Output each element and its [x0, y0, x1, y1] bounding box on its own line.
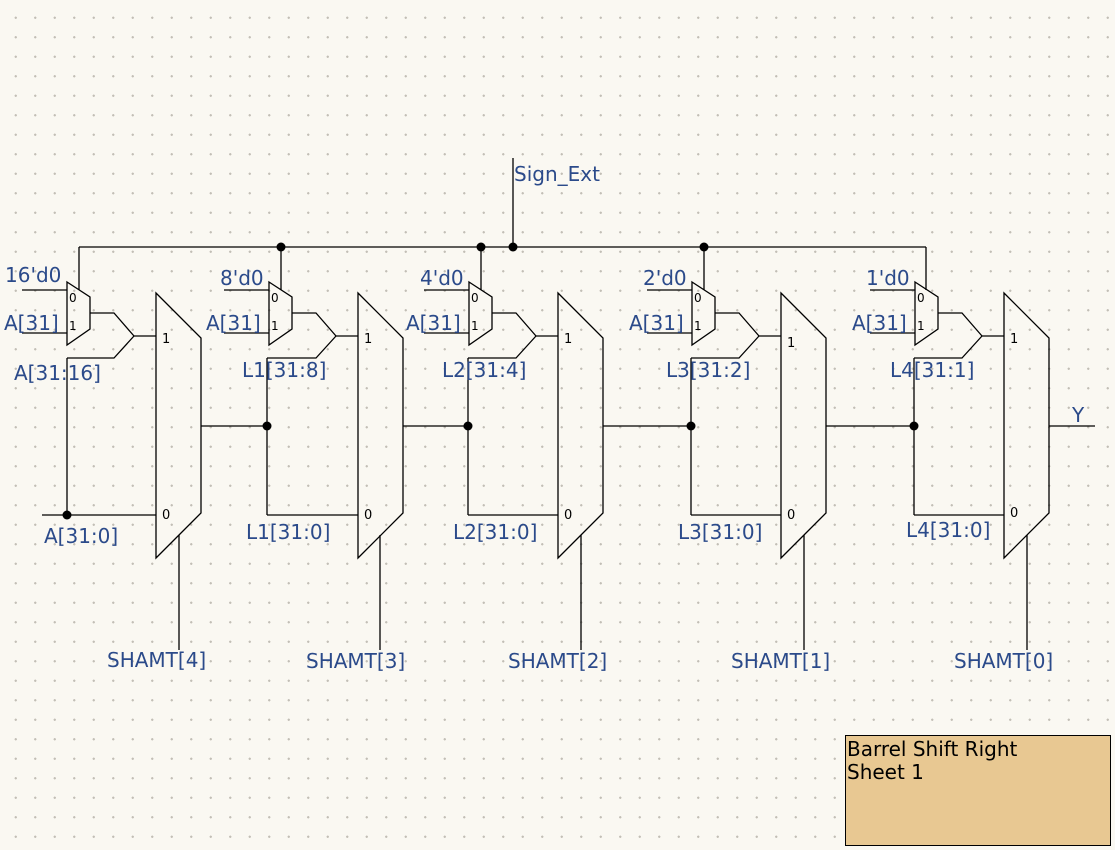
big-mux-4-pin0: 0: [787, 508, 795, 523]
small-mux-2-pin0: 0: [271, 291, 279, 305]
fill-label-1: 16'd0: [5, 263, 61, 287]
big-mux-5-pin0: 0: [1010, 506, 1018, 521]
select-label-1: SHAMT[4]: [107, 648, 206, 672]
upper-label-1: A[31:16]: [14, 361, 101, 385]
stage-2: 0 1 1 0 8'd0 A[31] L1[31:8] L1[31:0] SHA…: [206, 242, 405, 673]
big-mux-1-pin0: 0: [162, 508, 170, 523]
small-mux-5: [914, 280, 939, 347]
small-mux-4-pin1: 1: [694, 319, 702, 333]
input-label-5: L4[31:0]: [906, 518, 990, 542]
msb-label-3: A[31]: [406, 311, 461, 335]
select-label-4: SHAMT[1]: [731, 649, 830, 673]
big-mux-3-pin0: 0: [564, 508, 572, 523]
small-mux-1-pin0: 0: [69, 291, 77, 305]
big-mux-3-pin1: 1: [564, 332, 572, 347]
big-mux-2: [357, 291, 404, 560]
input-label-3: L2[31:0]: [453, 520, 537, 544]
msb-label-5: A[31]: [852, 311, 907, 335]
fill-label-3: 4'd0: [420, 266, 464, 290]
fill-label-4: 2'd0: [643, 266, 687, 290]
sign-ext-junction: [508, 242, 518, 252]
upper-label-5: L4[31:1]: [890, 358, 974, 382]
msb-label-2: A[31]: [206, 311, 261, 335]
small-mux-5-pin0: 0: [917, 291, 925, 305]
big-mux-1-pin1: 1: [162, 332, 170, 347]
select-label-3: SHAMT[2]: [508, 649, 607, 673]
fill-label-2: 8'd0: [220, 266, 264, 290]
small-mux-5-pin1: 1: [917, 319, 925, 333]
stage-5: 0 1 1 0 1'd0 A[31] L4[31:1] L4[31:0] SHA…: [852, 247, 1053, 673]
big-mux-4-pin1: 1: [787, 336, 795, 351]
big-mux-4: [780, 291, 827, 560]
title-block: Barrel Shift Right Sheet 1: [845, 735, 1111, 846]
small-mux-3: [468, 280, 493, 347]
select-label-5: SHAMT[0]: [954, 649, 1053, 673]
stage-1: 0 1 1 0 16'd0 A[31] A[31:16] A[31:0] SHA…: [4, 247, 206, 672]
small-mux-4-pin0: 0: [694, 291, 702, 305]
small-mux-2: [268, 280, 293, 347]
small-mux-4: [691, 280, 716, 347]
big-mux-2-pin1: 1: [364, 332, 372, 347]
input-label-2: L1[31:0]: [246, 520, 330, 544]
big-mux-5: [1003, 291, 1050, 560]
sheet-number: Sheet 1: [847, 760, 924, 784]
big-mux-5-pin1: 1: [1010, 332, 1018, 347]
small-mux-3-pin1: 1: [471, 319, 479, 333]
big-mux-3: [557, 291, 604, 560]
msb-label-1: A[31]: [4, 311, 59, 335]
small-mux-3-pin0: 0: [471, 291, 479, 305]
input-label-1: A[31:0]: [44, 524, 118, 548]
small-mux-1-pin1: 1: [69, 319, 77, 333]
stage-3: 0 1 1 0 4'd0 A[31] L2[31:4] L2[31:0] SHA…: [406, 242, 607, 673]
output-label: Y: [1071, 403, 1085, 427]
big-mux-1: [155, 291, 202, 560]
big-mux-2-pin0: 0: [364, 508, 372, 523]
select-label-2: SHAMT[3]: [306, 649, 405, 673]
upper-label-4: L3[31:2]: [666, 358, 750, 382]
small-mux-2-pin1: 1: [271, 319, 279, 333]
sign-ext-label: Sign_Ext: [514, 162, 600, 186]
small-mux-1: [66, 280, 91, 347]
upper-label-3: L2[31:4]: [442, 358, 526, 382]
sheet-title: Barrel Shift Right: [847, 737, 1018, 761]
input-label-4: L3[31:0]: [678, 520, 762, 544]
msb-label-4: A[31]: [629, 311, 684, 335]
upper-label-2: L1[31:8]: [242, 358, 326, 382]
stage-4: 0 1 1 0 2'd0 A[31] L3[31:2] L3[31:0] SHA…: [629, 242, 830, 673]
fill-label-5: 1'd0: [866, 266, 910, 290]
